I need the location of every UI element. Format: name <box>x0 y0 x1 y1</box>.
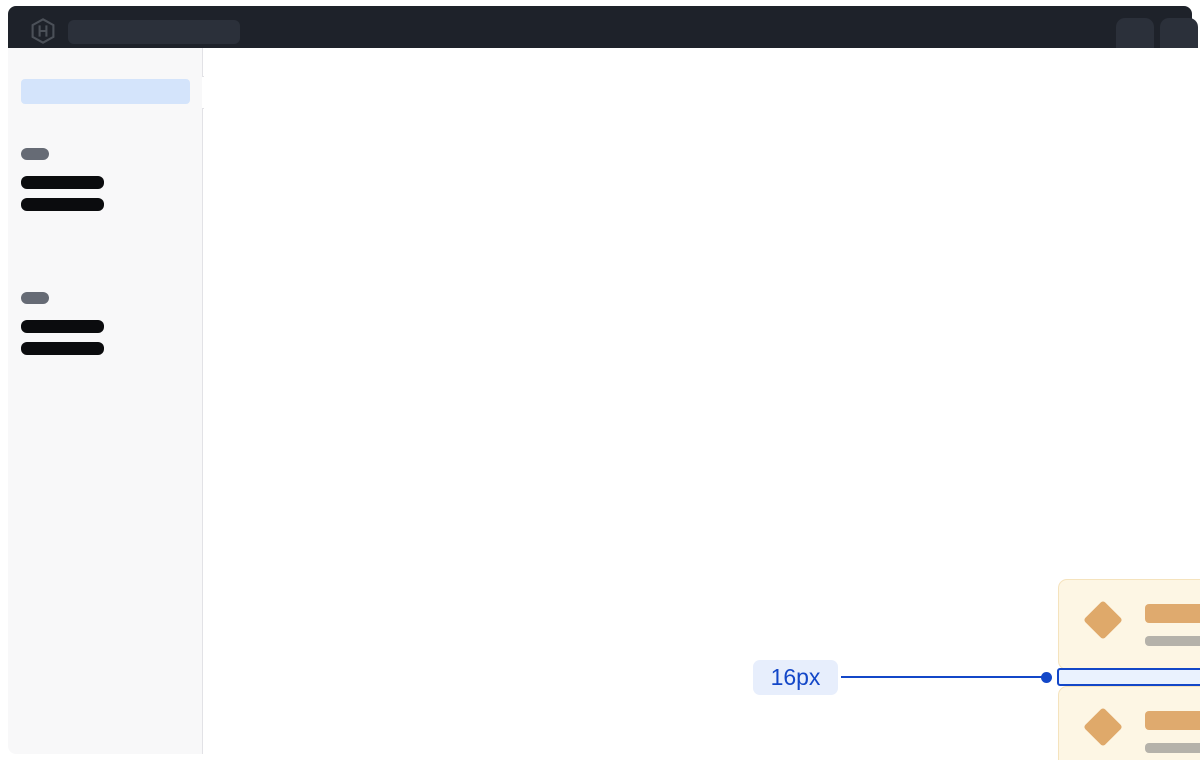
diamond-icon <box>1083 600 1123 640</box>
header-action-placeholder-2[interactable] <box>1160 18 1198 48</box>
diamond-icon <box>1083 707 1123 747</box>
gap-measurement-highlight <box>1057 668 1200 686</box>
sidebar-group-label-1 <box>21 148 49 160</box>
sidebar-group-2 <box>21 292 104 364</box>
list-item[interactable] <box>1058 686 1200 760</box>
sidebar <box>8 48 203 754</box>
sidebar-group-1 <box>21 148 104 220</box>
sidebar-item-2-2[interactable] <box>21 342 104 355</box>
hexagon-h-logo-icon[interactable] <box>30 18 56 44</box>
global-search-input[interactable] <box>68 20 240 44</box>
top-header-bar <box>8 6 1198 48</box>
gap-measurement-badge: 16px <box>753 660 838 695</box>
sidebar-search-input[interactable] <box>21 79 190 104</box>
gap-measurement-value: 16px <box>770 664 821 690</box>
card-title <box>1145 711 1200 730</box>
sidebar-item-2-1[interactable] <box>21 320 104 333</box>
gap-measurement-leader-line <box>841 676 1047 678</box>
gap-measurement-anchor-dot <box>1041 672 1052 683</box>
card-subtitle <box>1145 636 1200 646</box>
sidebar-group-label-2 <box>21 292 49 304</box>
card-title <box>1145 604 1200 623</box>
main-canvas: 16px <box>204 48 1200 760</box>
sidebar-item-1-1[interactable] <box>21 176 104 189</box>
list-item[interactable] <box>1058 579 1200 670</box>
sidebar-item-1-2[interactable] <box>21 198 104 211</box>
card-subtitle <box>1145 743 1200 753</box>
header-action-placeholder-1[interactable] <box>1116 18 1154 48</box>
